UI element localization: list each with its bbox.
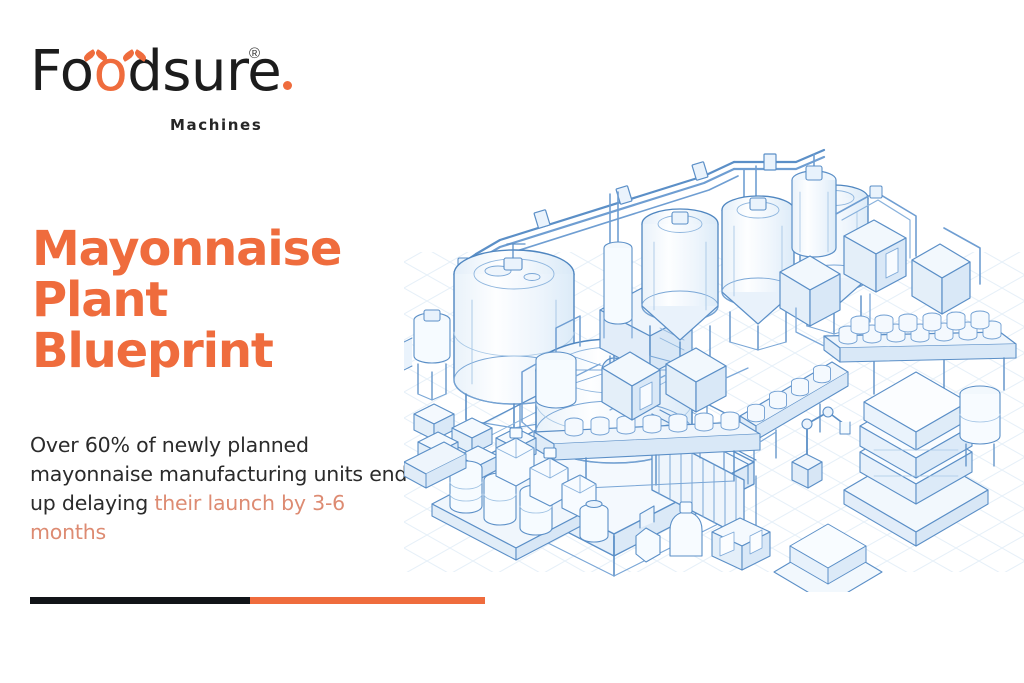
foreground-containers: [579, 499, 771, 571]
jar-row-upper: [838, 310, 1002, 345]
machine-enclosure-group: [779, 219, 971, 327]
connecting-pipework: [521, 293, 871, 443]
brand-tagline: Machines: [170, 116, 263, 134]
plant-blueprint-illustration: [404, 132, 1024, 592]
top-right-machine-block: [779, 165, 981, 327]
jar-row-lower: [564, 411, 740, 437]
wordmark-o-second: o: [93, 39, 128, 104]
left-conveyor-stub: [404, 441, 467, 489]
accent-rule-dark-segment: [30, 597, 250, 604]
page-title-line-2: Plant: [32, 272, 168, 329]
box-pallet-stack-right: [843, 371, 989, 547]
brand-logo: Foodsure ® Machines: [30, 44, 330, 144]
registered-trademark-icon: ®: [249, 45, 260, 62]
wordmark-o-first: o: [59, 39, 94, 104]
drum-pallet-left: [431, 427, 601, 561]
silo-a: [641, 208, 719, 365]
right-side-tank: [959, 385, 1001, 467]
silo-b: [721, 195, 795, 351]
palletizer-robot-arm: [791, 406, 851, 489]
page-title: Mayonnaise Plant Blueprint: [32, 224, 432, 377]
brand-dot-icon: [283, 81, 293, 90]
wrapped-pallet-small: [773, 523, 883, 592]
subtitle-paragraph: Over 60% of newly planned mayonnaise man…: [30, 431, 420, 547]
page-title-line-3: Blueprint: [32, 322, 274, 379]
column-vessel: [603, 241, 633, 339]
wordmark-f: F: [30, 39, 60, 104]
pump-motor-unit: [404, 309, 451, 401]
conveyor-system: [533, 310, 1017, 489]
jar-row-curve: [747, 364, 831, 423]
page-title-line-1: Mayonnaise: [32, 221, 342, 278]
wordmark-dsure: dsure: [127, 39, 282, 104]
accent-rule-orange-segment: [250, 597, 485, 604]
brand-wordmark: Foodsure ®: [30, 44, 330, 100]
plant-blueprint-svg: [404, 148, 1024, 592]
accent-rule: [30, 597, 485, 604]
subtitle-plain-text: Over 60% of newly planned mayonnaise man…: [30, 432, 408, 515]
subtitle-accent-text: their launch by 3-6 months: [30, 490, 346, 544]
left-machine-group: [521, 315, 727, 423]
